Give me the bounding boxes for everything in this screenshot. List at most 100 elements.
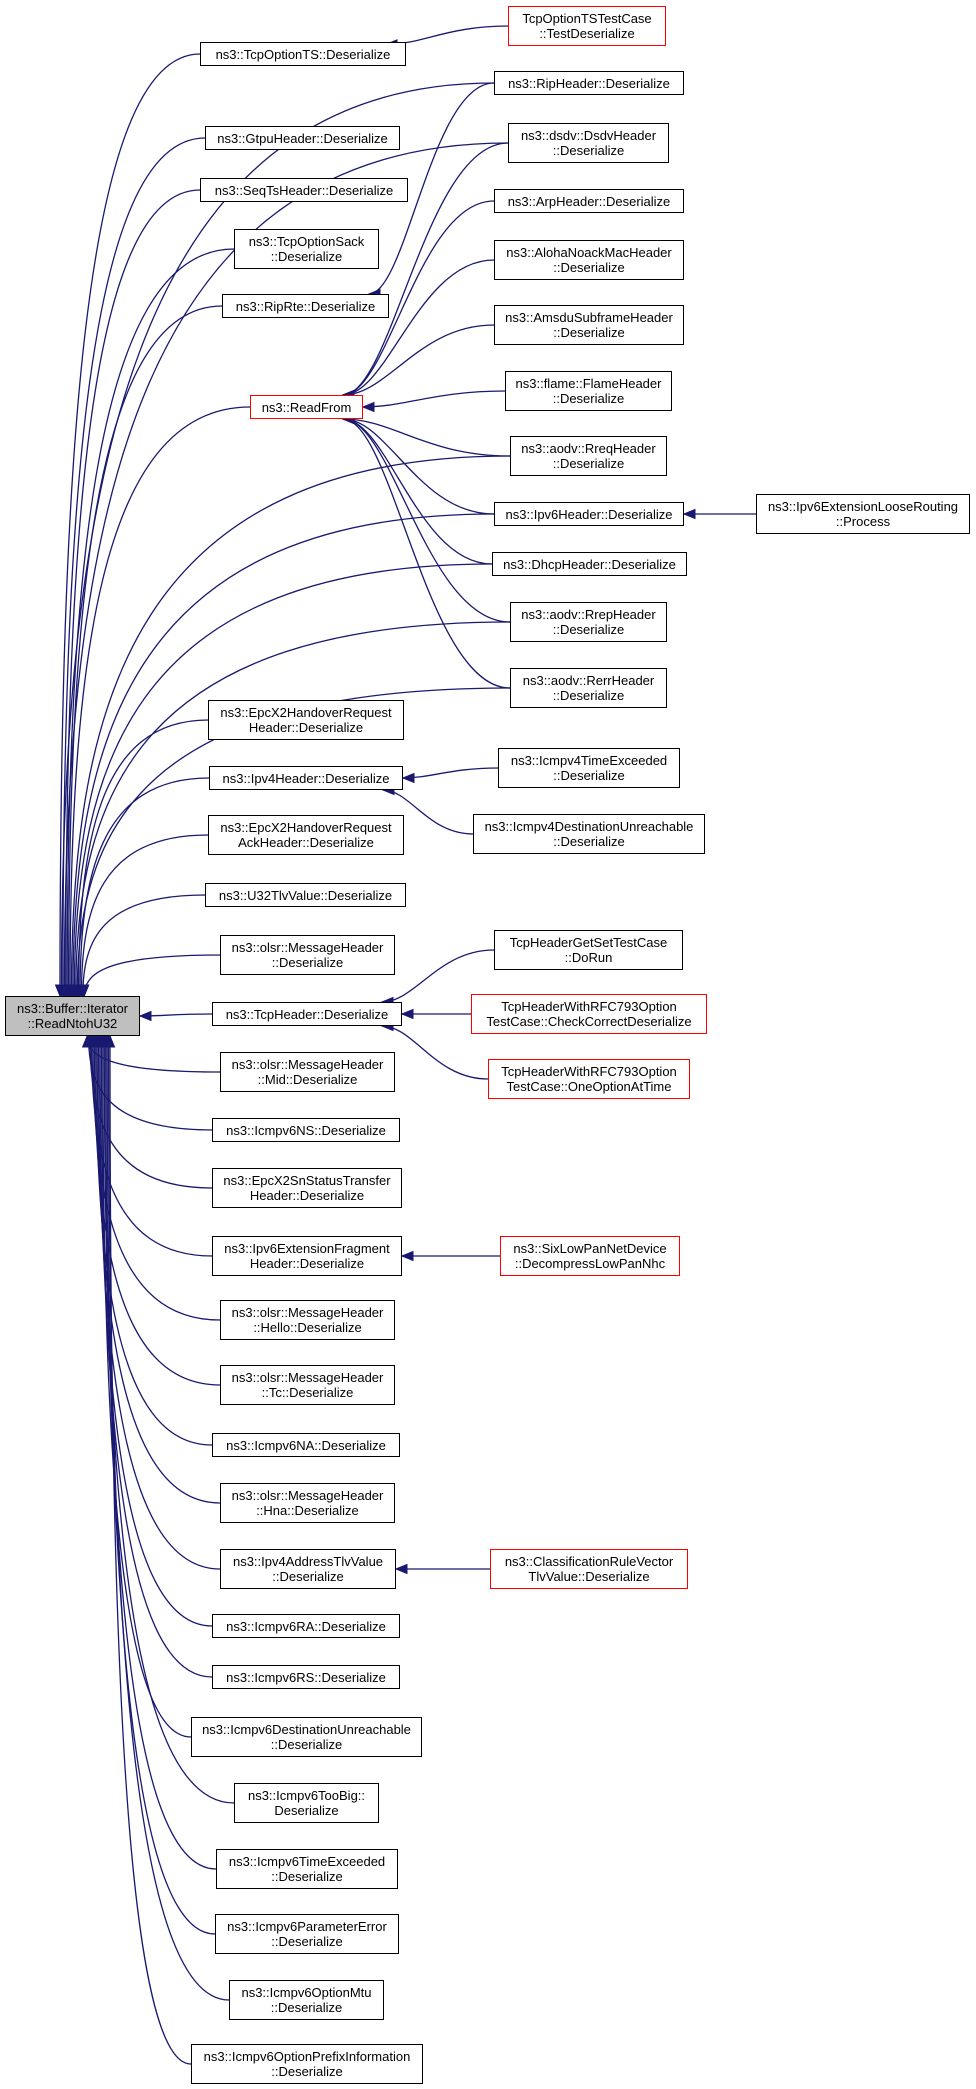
edge-icmpv6toobig-to-root xyxy=(103,1035,235,1804)
node-flame[interactable]: ns3::flame::FlameHeader ::Deserialize xyxy=(505,371,672,411)
edge-icmpv6rs-to-root xyxy=(100,1035,213,1678)
edge-ipv6header-to-readfrom xyxy=(342,418,495,515)
node-icmpv6ns[interactable]: ns3::Icmpv6NS::Deserialize xyxy=(212,1118,400,1142)
edge-ripheader-to-riprte xyxy=(368,82,495,295)
edge-icmpv6mtu-to-root xyxy=(107,1035,230,2001)
node-olsr-tc[interactable]: ns3::olsr::MessageHeader ::Tc::Deseriali… xyxy=(220,1365,395,1405)
edge-seqts-to-root xyxy=(65,189,201,997)
node-icmpv4-time[interactable]: ns3::Icmpv4TimeExceeded ::Deserialize xyxy=(498,748,680,788)
edge-riprte-to-root xyxy=(67,305,223,997)
node-root[interactable]: ns3::Buffer::Iterator ::ReadNtohU32 xyxy=(5,996,140,1036)
edge-rrep-to-root xyxy=(75,621,511,997)
node-u32tlv[interactable]: ns3::U32TlvValue::Deserialize xyxy=(205,883,406,907)
edge-icmpv4_time-to-ipv4header xyxy=(402,767,499,779)
node-rrep[interactable]: ns3::aodv::RrepHeader ::Deserialize xyxy=(510,602,667,642)
node-olsr-mid[interactable]: ns3::olsr::MessageHeader ::Mid::Deserial… xyxy=(220,1052,395,1092)
edge-olsr_hello-to-root xyxy=(92,1035,221,1321)
node-ipv6ext-loose[interactable]: ns3::Ipv6ExtensionLooseRouting ::Process xyxy=(756,494,970,534)
node-tcp-option-ts[interactable]: ns3::TcpOptionTS::Deserialize xyxy=(200,42,406,66)
node-classrule[interactable]: ns3::ClassificationRuleVector TlvValue::… xyxy=(490,1549,688,1589)
edge-gtpu-to-root xyxy=(62,137,206,997)
edge-rerr-to-root xyxy=(76,687,511,997)
edge-icmpv6dest-to-root xyxy=(102,1035,192,1738)
node-icmpv6param[interactable]: ns3::Icmpv6ParameterError ::Deserialize xyxy=(215,1914,399,1954)
node-olsr-msg[interactable]: ns3::olsr::MessageHeader ::Deserialize xyxy=(220,935,395,975)
node-icmpv6time[interactable]: ns3::Icmpv6TimeExceeded ::Deserialize xyxy=(216,1849,398,1889)
node-ipv4header[interactable]: ns3::Ipv4Header::Deserialize xyxy=(209,766,403,790)
edge-olsr_msg-to-root xyxy=(83,954,221,997)
arrowhead-icmpv4_time-to-ipv4header xyxy=(401,772,415,784)
node-rreq[interactable]: ns3::aodv::RreqHeader ::Deserialize xyxy=(510,436,667,476)
node-epc-ho-ack[interactable]: ns3::EpcX2HandoverRequest AckHeader::Des… xyxy=(208,815,404,855)
node-epc-ho-req[interactable]: ns3::EpcX2HandoverRequest Header::Deseri… xyxy=(208,700,404,740)
node-olsr-hna[interactable]: ns3::olsr::MessageHeader ::Hna::Deserial… xyxy=(220,1483,395,1523)
arrowhead-classrule-to-ipv4addrtlv xyxy=(394,1563,408,1575)
edge-dhcp-to-readfrom xyxy=(342,418,493,565)
edge-icmpv6param-to-root xyxy=(106,1035,216,1935)
node-icmpv6ra[interactable]: ns3::Icmpv6RA::Deserialize xyxy=(212,1614,400,1638)
edge-icmpv6ra-to-root xyxy=(99,1035,213,1627)
edge-ipv4addrtlv-to-root xyxy=(97,1035,221,1570)
node-icmpv6na[interactable]: ns3::Icmpv6NA::Deserialize xyxy=(212,1433,400,1457)
edge-olsr_hna-to-root xyxy=(96,1035,221,1504)
edge-arp-to-readfrom xyxy=(342,200,495,396)
node-seqts[interactable]: ns3::SeqTsHeader::Deserialize xyxy=(200,178,408,202)
node-dsdv[interactable]: ns3::dsdv::DsdvHeader ::Deserialize xyxy=(508,123,669,163)
node-icmpv4-dest[interactable]: ns3::Icmpv4DestinationUnreachable ::Dese… xyxy=(473,814,705,854)
edge-tcp_option_sack-to-root xyxy=(66,248,235,997)
node-tcp-rfc-one[interactable]: TcpHeaderWithRFC793Option TestCase::OneO… xyxy=(488,1059,690,1099)
arrowhead-olsr_msg-to-root xyxy=(79,984,90,998)
edge-ipv6header-to-root xyxy=(72,513,495,997)
edge-ipv4header-to-root xyxy=(79,777,210,997)
node-ipv4addrtlv[interactable]: ns3::Ipv4AddressTlvValue ::Deserialize xyxy=(220,1549,396,1589)
edge-epc_ho_ack-to-root xyxy=(80,834,209,997)
node-tcp-rfc-check[interactable]: TcpHeaderWithRFC793Option TestCase::Chec… xyxy=(471,994,707,1034)
node-gtpu[interactable]: ns3::GtpuHeader::Deserialize xyxy=(205,126,400,150)
arrowhead-icmpv6prefix-to-root xyxy=(104,1034,116,1048)
arrowhead-flame-to-readfrom xyxy=(361,401,375,413)
edge-rreq-to-readfrom xyxy=(342,418,511,457)
arrowhead-dsdv-to-root xyxy=(59,984,70,998)
node-tcp-getset[interactable]: TcpHeaderGetSetTestCase ::DoRun xyxy=(494,930,683,970)
edge-flame-to-readfrom xyxy=(362,390,506,408)
edge-ipv6frag-to-root xyxy=(90,1035,213,1257)
node-arp[interactable]: ns3::ArpHeader::Deserialize xyxy=(494,189,684,213)
node-ripheader[interactable]: ns3::RipHeader::Deserialize xyxy=(494,71,684,95)
node-tcp-option-ts-test[interactable]: TcpOptionTSTestCase ::TestDeserialize xyxy=(508,6,666,46)
node-icmpv6mtu[interactable]: ns3::Icmpv6OptionMtu ::Deserialize xyxy=(229,1980,384,2020)
node-icmpv6rs[interactable]: ns3::Icmpv6RS::Deserialize xyxy=(212,1665,400,1689)
node-sixlowpan[interactable]: ns3::SixLowPanNetDevice ::DecompressLowP… xyxy=(500,1236,680,1276)
node-icmpv6toobig[interactable]: ns3::Icmpv6TooBig:: Deserialize xyxy=(234,1783,379,1823)
node-readfrom[interactable]: ns3::ReadFrom xyxy=(250,395,363,419)
edge-rrep-to-readfrom xyxy=(342,418,511,623)
edge-amsdu-to-readfrom xyxy=(342,324,495,396)
node-ipv6header[interactable]: ns3::Ipv6Header::Deserialize xyxy=(494,502,684,526)
arrowhead-tcpheader-to-root xyxy=(138,1010,152,1022)
edge-tcp_option_ts-to-root xyxy=(59,53,201,997)
arrowhead-ipv6ext_loose-to-ipv6header xyxy=(682,508,696,520)
edge-icmpv6time-to-root xyxy=(105,1035,217,1870)
node-epc-sn[interactable]: ns3::EpcX2SnStatusTransfer Header::Deser… xyxy=(212,1168,402,1208)
node-riprte[interactable]: ns3::RipRte::Deserialize xyxy=(222,294,389,318)
node-tcp-option-sack[interactable]: ns3::TcpOptionSack ::Deserialize xyxy=(234,229,379,269)
node-icmpv6prefix[interactable]: ns3::Icmpv6OptionPrefixInformation ::Des… xyxy=(191,2044,423,2084)
arrowhead-tcp_rfc_check-to-tcpheader xyxy=(400,1008,414,1020)
edge-epc_sn-to-root xyxy=(89,1035,213,1189)
edge-icmpv6ns-to-root xyxy=(87,1035,213,1131)
node-ipv6frag[interactable]: ns3::Ipv6ExtensionFragment Header::Deser… xyxy=(212,1236,402,1276)
edge-u32tlv-to-root xyxy=(82,894,206,997)
node-aloha[interactable]: ns3::AlohaNoackMacHeader ::Deserialize xyxy=(494,240,684,280)
edge-rreq-to-root xyxy=(70,455,511,997)
node-tcpheader[interactable]: ns3::TcpHeader::Deserialize xyxy=(212,1002,402,1026)
edge-dhcp-to-root xyxy=(73,563,493,997)
node-rerr[interactable]: ns3::aodv::RerrHeader ::Deserialize xyxy=(510,668,667,708)
edge-ripheader-to-root xyxy=(60,82,495,997)
edge-dsdv-to-root xyxy=(63,142,509,997)
node-dhcp[interactable]: ns3::DhcpHeader::Deserialize xyxy=(492,552,687,576)
arrowhead-sixlowpan-to-ipv6frag xyxy=(400,1250,414,1262)
node-icmpv6dest[interactable]: ns3::Icmpv6DestinationUnreachable ::Dese… xyxy=(191,1717,422,1757)
node-olsr-hello[interactable]: ns3::olsr::MessageHeader ::Hello::Deseri… xyxy=(220,1300,395,1340)
node-amsdu[interactable]: ns3::AmsduSubframeHeader ::Deserialize xyxy=(494,305,684,345)
edge-aloha-to-readfrom xyxy=(342,259,495,396)
